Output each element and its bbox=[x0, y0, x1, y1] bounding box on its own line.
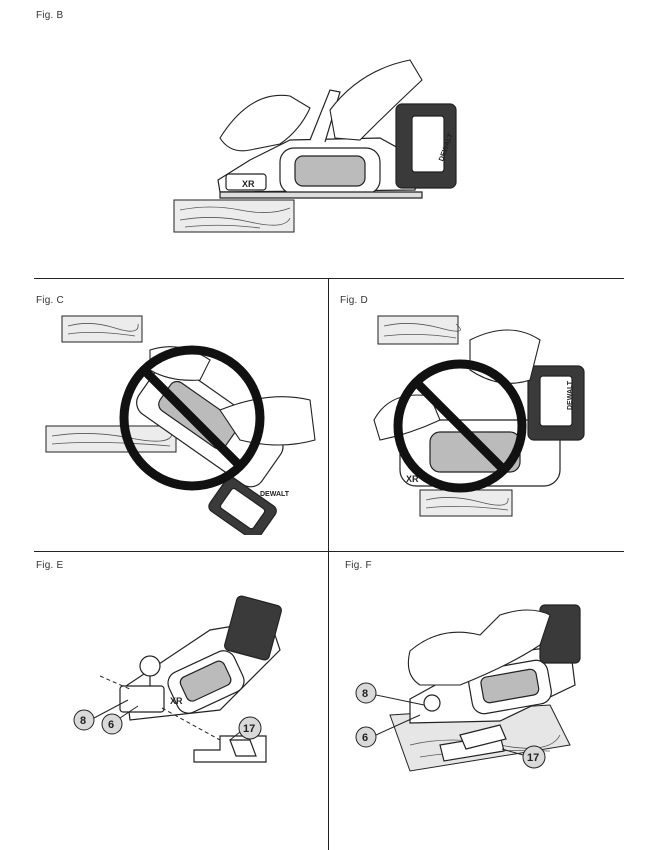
svg-text:17: 17 bbox=[527, 752, 539, 764]
wood-board-top bbox=[61, 315, 143, 343]
fig-d-illustration: DEWALT XR bbox=[373, 315, 585, 517]
xr-logo-e: XR bbox=[170, 696, 183, 706]
fig-e-label: Fig. E bbox=[36, 560, 64, 571]
divider-top bbox=[34, 278, 624, 279]
xr-logo: XR bbox=[242, 179, 255, 189]
callout-17: 17 bbox=[229, 716, 262, 741]
wood-board-bottom-d bbox=[419, 489, 513, 517]
parallel-guide-17-f bbox=[439, 724, 507, 762]
fig-c-illustration: DEWALT bbox=[45, 315, 316, 535]
dewalt-logo-d: DEWALT bbox=[567, 380, 574, 410]
fig-d-label: Fig. D bbox=[340, 295, 368, 306]
svg-text:6: 6 bbox=[362, 732, 368, 744]
wood-board-bottom bbox=[45, 425, 177, 453]
wood-board bbox=[173, 199, 295, 233]
planer-tool bbox=[217, 89, 457, 199]
planer-tool-f bbox=[409, 604, 581, 724]
fig-f-label: Fig. F bbox=[345, 560, 372, 571]
callout-6: 6 bbox=[101, 705, 139, 735]
divider-middle bbox=[34, 551, 624, 552]
divider-vertical bbox=[328, 278, 329, 850]
dashed-guide-lines bbox=[99, 675, 221, 741]
svg-text:8: 8 bbox=[362, 688, 368, 700]
callout-8-f: 8 bbox=[355, 682, 425, 706]
svg-text:17: 17 bbox=[243, 723, 255, 735]
planer-tool-e bbox=[119, 595, 282, 721]
fig-b-illustration: XR DEWALT bbox=[173, 59, 457, 233]
hands-f bbox=[407, 609, 551, 686]
xr-logo-d: XR bbox=[406, 474, 419, 484]
fig-f-illustration: 8 6 17 bbox=[355, 604, 581, 772]
callout-8: 8 bbox=[73, 699, 129, 731]
fig-e-illustration: XR 8 6 17 bbox=[73, 595, 282, 763]
fig-b-label: Fig. B bbox=[36, 10, 64, 21]
hands bbox=[219, 59, 423, 152]
wood-board-top-d bbox=[377, 315, 461, 345]
callout-17-f: 17 bbox=[501, 745, 546, 769]
prohibited-icon bbox=[119, 345, 265, 491]
dewalt-logo-c: DEWALT bbox=[260, 491, 290, 498]
fig-c-label: Fig. C bbox=[36, 295, 64, 306]
prohibited-icon-d bbox=[393, 359, 527, 493]
parallel-guide-17 bbox=[193, 735, 267, 763]
svg-text:8: 8 bbox=[80, 715, 86, 727]
svg-text:6: 6 bbox=[108, 719, 114, 731]
callout-6-f: 6 bbox=[355, 714, 421, 748]
